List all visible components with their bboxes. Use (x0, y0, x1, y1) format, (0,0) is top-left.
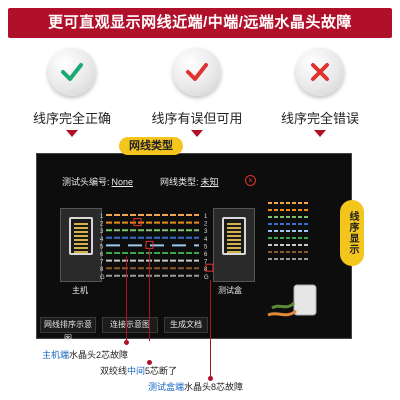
caption-host-blue: 主机端 (42, 350, 70, 360)
pin-label-left: 4 (100, 237, 104, 243)
pin-label-left: 1 (100, 214, 104, 220)
cable-label: 网线类型: (160, 177, 199, 187)
pin-label-left: 8 (100, 267, 104, 273)
host-module (60, 208, 102, 282)
arrow-down-icon (191, 130, 203, 137)
cable-info: 网线类型:未知 (160, 175, 219, 188)
cable-icon (267, 309, 297, 317)
caption-tester-blue: 测试盒端 (148, 382, 185, 392)
pin-label-right: G (204, 275, 209, 281)
pin-label-left: 5 (100, 244, 104, 250)
report-button[interactable]: 生成文档 (164, 317, 208, 333)
guide-line (149, 248, 150, 341)
caption-middle-blue: 中间 (127, 366, 146, 376)
clear-icon[interactable]: × (245, 175, 256, 186)
rj45-port-icon (69, 217, 93, 255)
connection-diagram-button[interactable]: 连接示意图 (102, 317, 158, 333)
tester-module (213, 208, 255, 282)
arrow-down-icon (66, 130, 78, 137)
arrow-down-icon (314, 130, 326, 137)
guide-dot (208, 376, 213, 381)
rj45-plug-icon (293, 284, 317, 316)
status-correct-label: 线序完全正确 (32, 111, 111, 126)
guide-line (210, 280, 211, 378)
status-correct: 线序完全正确 (22, 42, 122, 137)
pin-label-right: 1 (204, 214, 208, 220)
caption-tester: 测试盒端水晶头8芯故障 (148, 380, 243, 393)
caption-middle: 双绞线中间5芯断了 (100, 364, 177, 377)
pin-label-right: 7 (204, 260, 208, 266)
caption-host: 主机端水晶头2芯故障 (42, 348, 128, 361)
probe-info: 测试头编号:None (62, 175, 133, 188)
caption-middle-rest: 5芯断了 (145, 366, 178, 376)
check-icon (48, 48, 96, 96)
pin-label-left: 2 (100, 222, 104, 228)
caption-middle-pre: 双绞线 (100, 366, 128, 376)
banner-title: 更可直观显示网线近端/中端/远端水晶头故障 (8, 8, 392, 38)
fault-marker (205, 263, 214, 272)
cable-icon (271, 301, 296, 310)
pin-label-right: 5 (204, 244, 208, 250)
cable-value: 未知 (200, 177, 219, 187)
caption-tester-rest: 水晶头8芯故障 (184, 382, 244, 392)
tester-label: 测试盒 (218, 286, 242, 295)
wiring-display-tab[interactable]: 线序显示 (340, 200, 364, 266)
caption-host-rest: 水晶头2芯故障 (69, 350, 129, 360)
status-wrong: 线序完全错误 (270, 42, 370, 137)
status-usable-label: 线序有误但可用 (151, 111, 243, 126)
status-wrong-label: 线序完全错误 (280, 111, 359, 126)
probe-value: None (111, 177, 134, 187)
close-icon (296, 48, 344, 96)
fault-marker (133, 218, 142, 227)
wiring-diagram-button[interactable]: 网线排序示意图 (40, 317, 96, 343)
probe-label: 测试头编号: (62, 177, 110, 187)
cable-type-pill[interactable]: 网线类型 (119, 137, 183, 155)
pin-label-right: 4 (204, 237, 208, 243)
guide-line (126, 256, 127, 342)
pin-label-left: 6 (100, 252, 104, 258)
pin-label-left: 7 (100, 260, 104, 266)
check-icon (173, 48, 221, 96)
status-usable: 线序有误但可用 (147, 42, 247, 137)
pin-label-right: 6 (204, 252, 208, 258)
pin-label-right: 3 (204, 229, 208, 235)
rj45-port-icon (222, 217, 246, 255)
host-label: 主机 (72, 286, 88, 295)
pin-label-left: G (100, 275, 105, 281)
pin-label-right: 2 (204, 222, 208, 228)
guide-dot (147, 360, 152, 365)
guide-dot (124, 340, 129, 345)
pin-label-left: 3 (100, 229, 104, 235)
